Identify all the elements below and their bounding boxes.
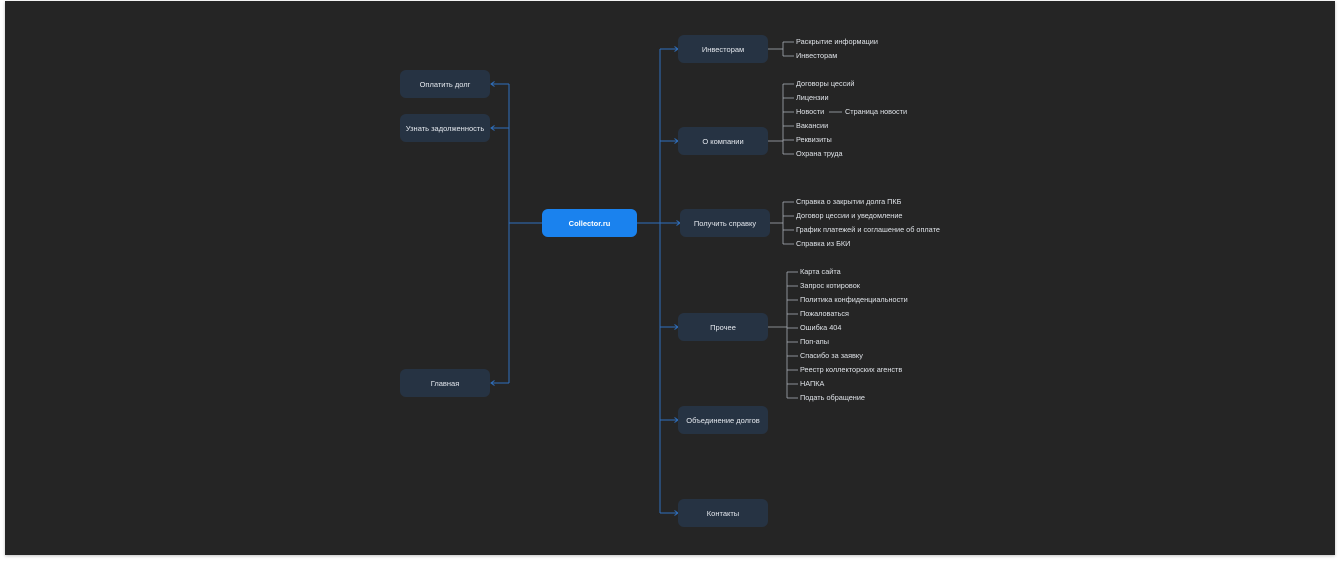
leaf-item[interactable]: Справка о закрытии долга ПКБ bbox=[796, 197, 902, 206]
node-other[interactable]: Прочее bbox=[678, 313, 768, 341]
arrow-head bbox=[490, 380, 495, 386]
leaf-item[interactable]: НАПКА bbox=[800, 379, 825, 388]
leaf-item[interactable]: Раскрытие информации bbox=[796, 37, 878, 46]
leaf-item[interactable]: Пожаловаться bbox=[800, 309, 849, 318]
node-debt-consolidation[interactable]: Объединение долгов bbox=[678, 406, 768, 434]
leaf-item[interactable]: Политика конфиденциальности bbox=[800, 295, 908, 304]
leaf-item[interactable]: График платежей и соглашение об оплате bbox=[796, 225, 940, 234]
leaf-item[interactable]: Поп-апы bbox=[800, 337, 829, 346]
leaf-news-page[interactable]: Страница новости bbox=[845, 107, 908, 116]
node-contacts[interactable]: Контакты bbox=[678, 499, 768, 527]
connector-layer bbox=[490, 41, 842, 516]
leaf-item[interactable]: Реестр коллекторских агенств bbox=[800, 365, 903, 374]
arrow-head bbox=[490, 81, 495, 87]
leaf-item[interactable]: Новости bbox=[796, 107, 825, 116]
leaf-item[interactable]: Подать обращение bbox=[800, 393, 865, 402]
leaf-item[interactable]: Договор цессии и уведомление bbox=[796, 211, 903, 220]
leaf-item[interactable]: Ошибка 404 bbox=[800, 323, 842, 332]
leaf-item[interactable]: Лицензии bbox=[796, 93, 829, 102]
leaf-item[interactable]: Спасибо за заявку bbox=[800, 351, 863, 360]
node-certificate[interactable]: Получить справку bbox=[680, 209, 770, 237]
leaf-item[interactable]: Вакансии bbox=[796, 121, 829, 130]
node-about[interactable]: О компании bbox=[678, 127, 768, 155]
node-home[interactable]: Главная bbox=[400, 369, 490, 397]
leaf-item[interactable]: Охрана труда bbox=[796, 149, 843, 158]
leaf-item[interactable]: Договоры цессий bbox=[796, 79, 855, 88]
node-check-debt[interactable]: Узнать задолженность bbox=[400, 114, 490, 142]
arrow-head bbox=[490, 125, 495, 131]
leaf-item[interactable]: Запрос котировок bbox=[800, 281, 860, 290]
leaf-item[interactable]: Реквизиты bbox=[796, 135, 832, 144]
diagram-canvas: Collector.ru Оплатить долг Узнать задолж… bbox=[5, 1, 1335, 555]
node-pay-debt[interactable]: Оплатить долг bbox=[400, 70, 490, 98]
node-investors[interactable]: Инвесторам bbox=[678, 35, 768, 63]
leaf-item[interactable]: Карта сайта bbox=[800, 267, 841, 276]
root-node[interactable]: Collector.ru bbox=[542, 209, 637, 237]
leaf-item[interactable]: Справка из БКИ bbox=[796, 239, 851, 248]
leaf-item[interactable]: Инвесторам bbox=[796, 51, 838, 60]
